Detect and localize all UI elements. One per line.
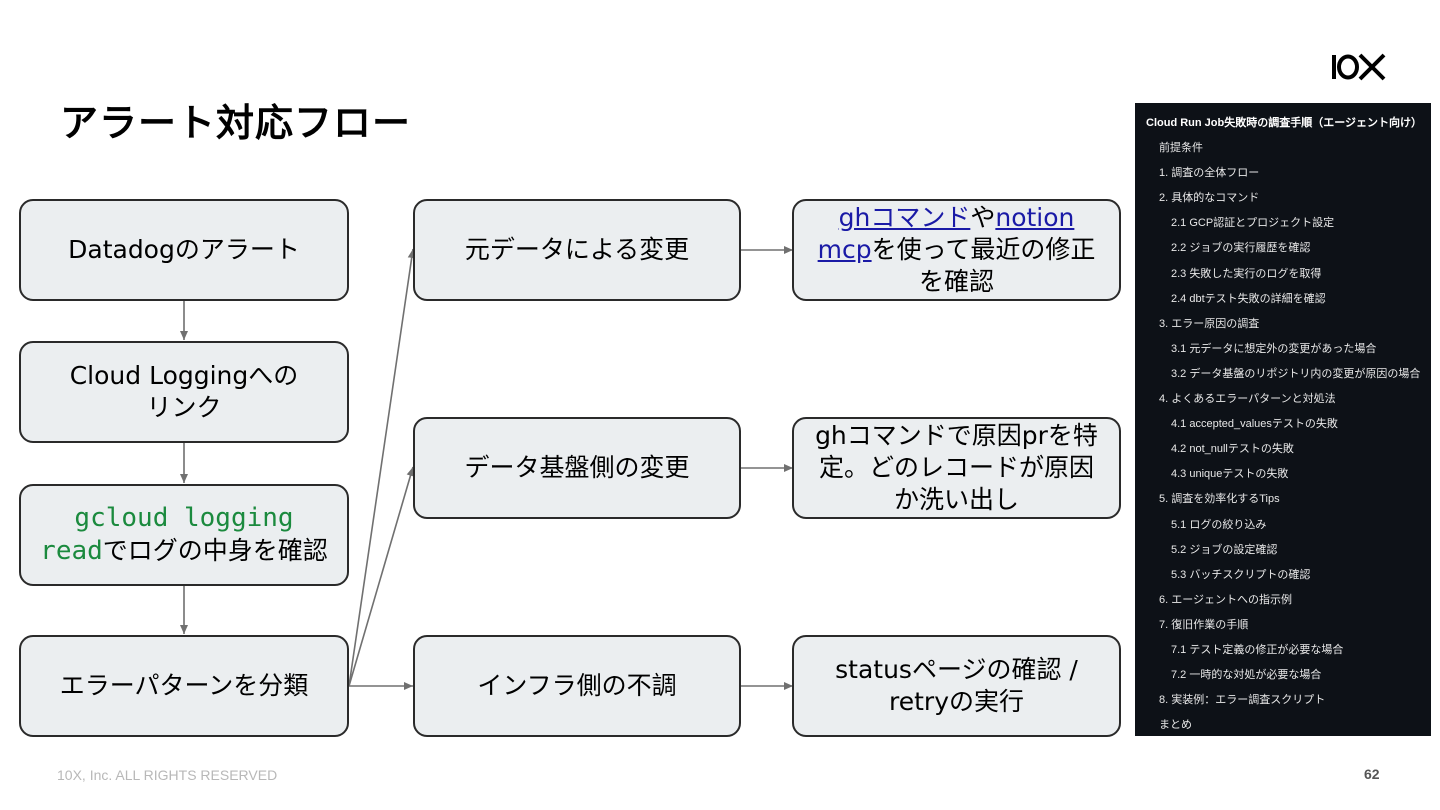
toc-item[interactable]: 2.4 dbtテスト失敗の詳細を確認 [1171, 292, 1326, 305]
node-platform-change: データ基盤側の変更 [413, 417, 741, 519]
node-cloud-logging-link: Cloud Loggingへのリンク [19, 341, 349, 443]
toc-item[interactable]: 4.1 accepted_valuesテストの失敗 [1171, 418, 1338, 431]
toc-item[interactable]: まとめ [1159, 719, 1192, 732]
toc-item[interactable]: 2.2 ジョブの実行履歴を確認 [1171, 242, 1311, 255]
footer-copyright: 10X, Inc. ALL RIGHTS RESERVED [57, 767, 278, 783]
node-gh-identify-pr: ghコマンドで原因prを特定。どのレコードが原因か洗い出し [792, 417, 1121, 519]
10x-logo [1332, 53, 1386, 81]
node-check-recent-fix: ghコマンドやnotion mcpを使って最近の修正を確認 [792, 199, 1121, 301]
toc-item[interactable]: 2.1 GCP認証とプロジェクト設定 [1171, 217, 1335, 230]
toc-item[interactable]: 4. よくあるエラーパターンと対処法 [1159, 393, 1336, 405]
toc-item[interactable]: 4.2 not_nullテストの失敗 [1171, 443, 1294, 456]
node-source-data-change: 元データによる変更 [413, 199, 741, 301]
toc-item[interactable]: 7.2 一時的な対処が必要な場合 [1171, 669, 1322, 682]
toc-item[interactable]: 4.3 uniqueテストの失敗 [1171, 468, 1289, 481]
toc-item[interactable]: 6. エージェントへの指示例 [1159, 593, 1293, 606]
toc-item[interactable]: 5.3 バッチスクリプトの確認 [1171, 568, 1311, 581]
toc-item[interactable]: 前提条件 [1159, 142, 1203, 154]
gcloud-description: でログの中身を確認 [102, 536, 328, 565]
toc-panel: Cloud Run Job失敗時の調査手順（エージェント向け） 前提条件 1. 調… [1135, 103, 1431, 736]
node-classify-errors: エラーパターンを分類 [19, 635, 349, 737]
node-infra-issue: インフラ側の不調 [413, 635, 741, 737]
or-text: や [970, 203, 996, 232]
arrow-classify-to-platform [348, 466, 415, 687]
page-number: 62 [1364, 766, 1380, 782]
gh-command-link[interactable]: ghコマンド [838, 203, 971, 232]
check-recent-fix-text: を使って最近の修正を確認 [871, 235, 1096, 296]
notion-mcp-link[interactable]: notion mcp [817, 203, 1075, 264]
node-status-retry: statusページの確認 / retryの実行 [792, 635, 1121, 737]
toc-item[interactable]: 7. 復旧作業の手順 [1159, 618, 1249, 631]
toc-item[interactable]: 2.3 失敗した実行のログを取得 [1171, 267, 1322, 280]
arrow-classify-to-source [348, 248, 416, 687]
toc-item[interactable]: 7.1 テスト定義の修正が必要な場合 [1171, 644, 1344, 656]
node-datadog-alert: Datadogのアラート [19, 199, 349, 301]
toc-item[interactable]: 5. 調査を効率化するTips [1159, 493, 1280, 506]
toc-item[interactable]: 2. 具体的なコマンド [1159, 192, 1260, 205]
slide-title: アラート対応フロー [60, 101, 412, 145]
node-gcloud-logging-read: gcloud logging readでログの中身を確認 [19, 484, 349, 586]
toc-item[interactable]: 3.2 データ基盤のリポジトリ内の変更が原因の場合 [1171, 367, 1421, 380]
toc-item[interactable]: 5.2 ジョブの設定確認 [1171, 543, 1278, 556]
gcloud-command: gcloud logging read [40, 502, 294, 566]
toc-title: Cloud Run Job失敗時の調査手順（エージェント向け） [1146, 117, 1422, 129]
toc-item[interactable]: 8. 実装例：エラー調査スクリプト [1159, 694, 1326, 707]
toc-item[interactable]: 1. 調査の全体フロー [1159, 167, 1260, 180]
toc-item[interactable]: 5.1 ログの絞り込み [1171, 518, 1267, 531]
toc-item[interactable]: 3. エラー原因の調査 [1159, 317, 1260, 330]
toc-item[interactable]: 3.1 元データに想定外の変更があった場合 [1171, 342, 1377, 355]
